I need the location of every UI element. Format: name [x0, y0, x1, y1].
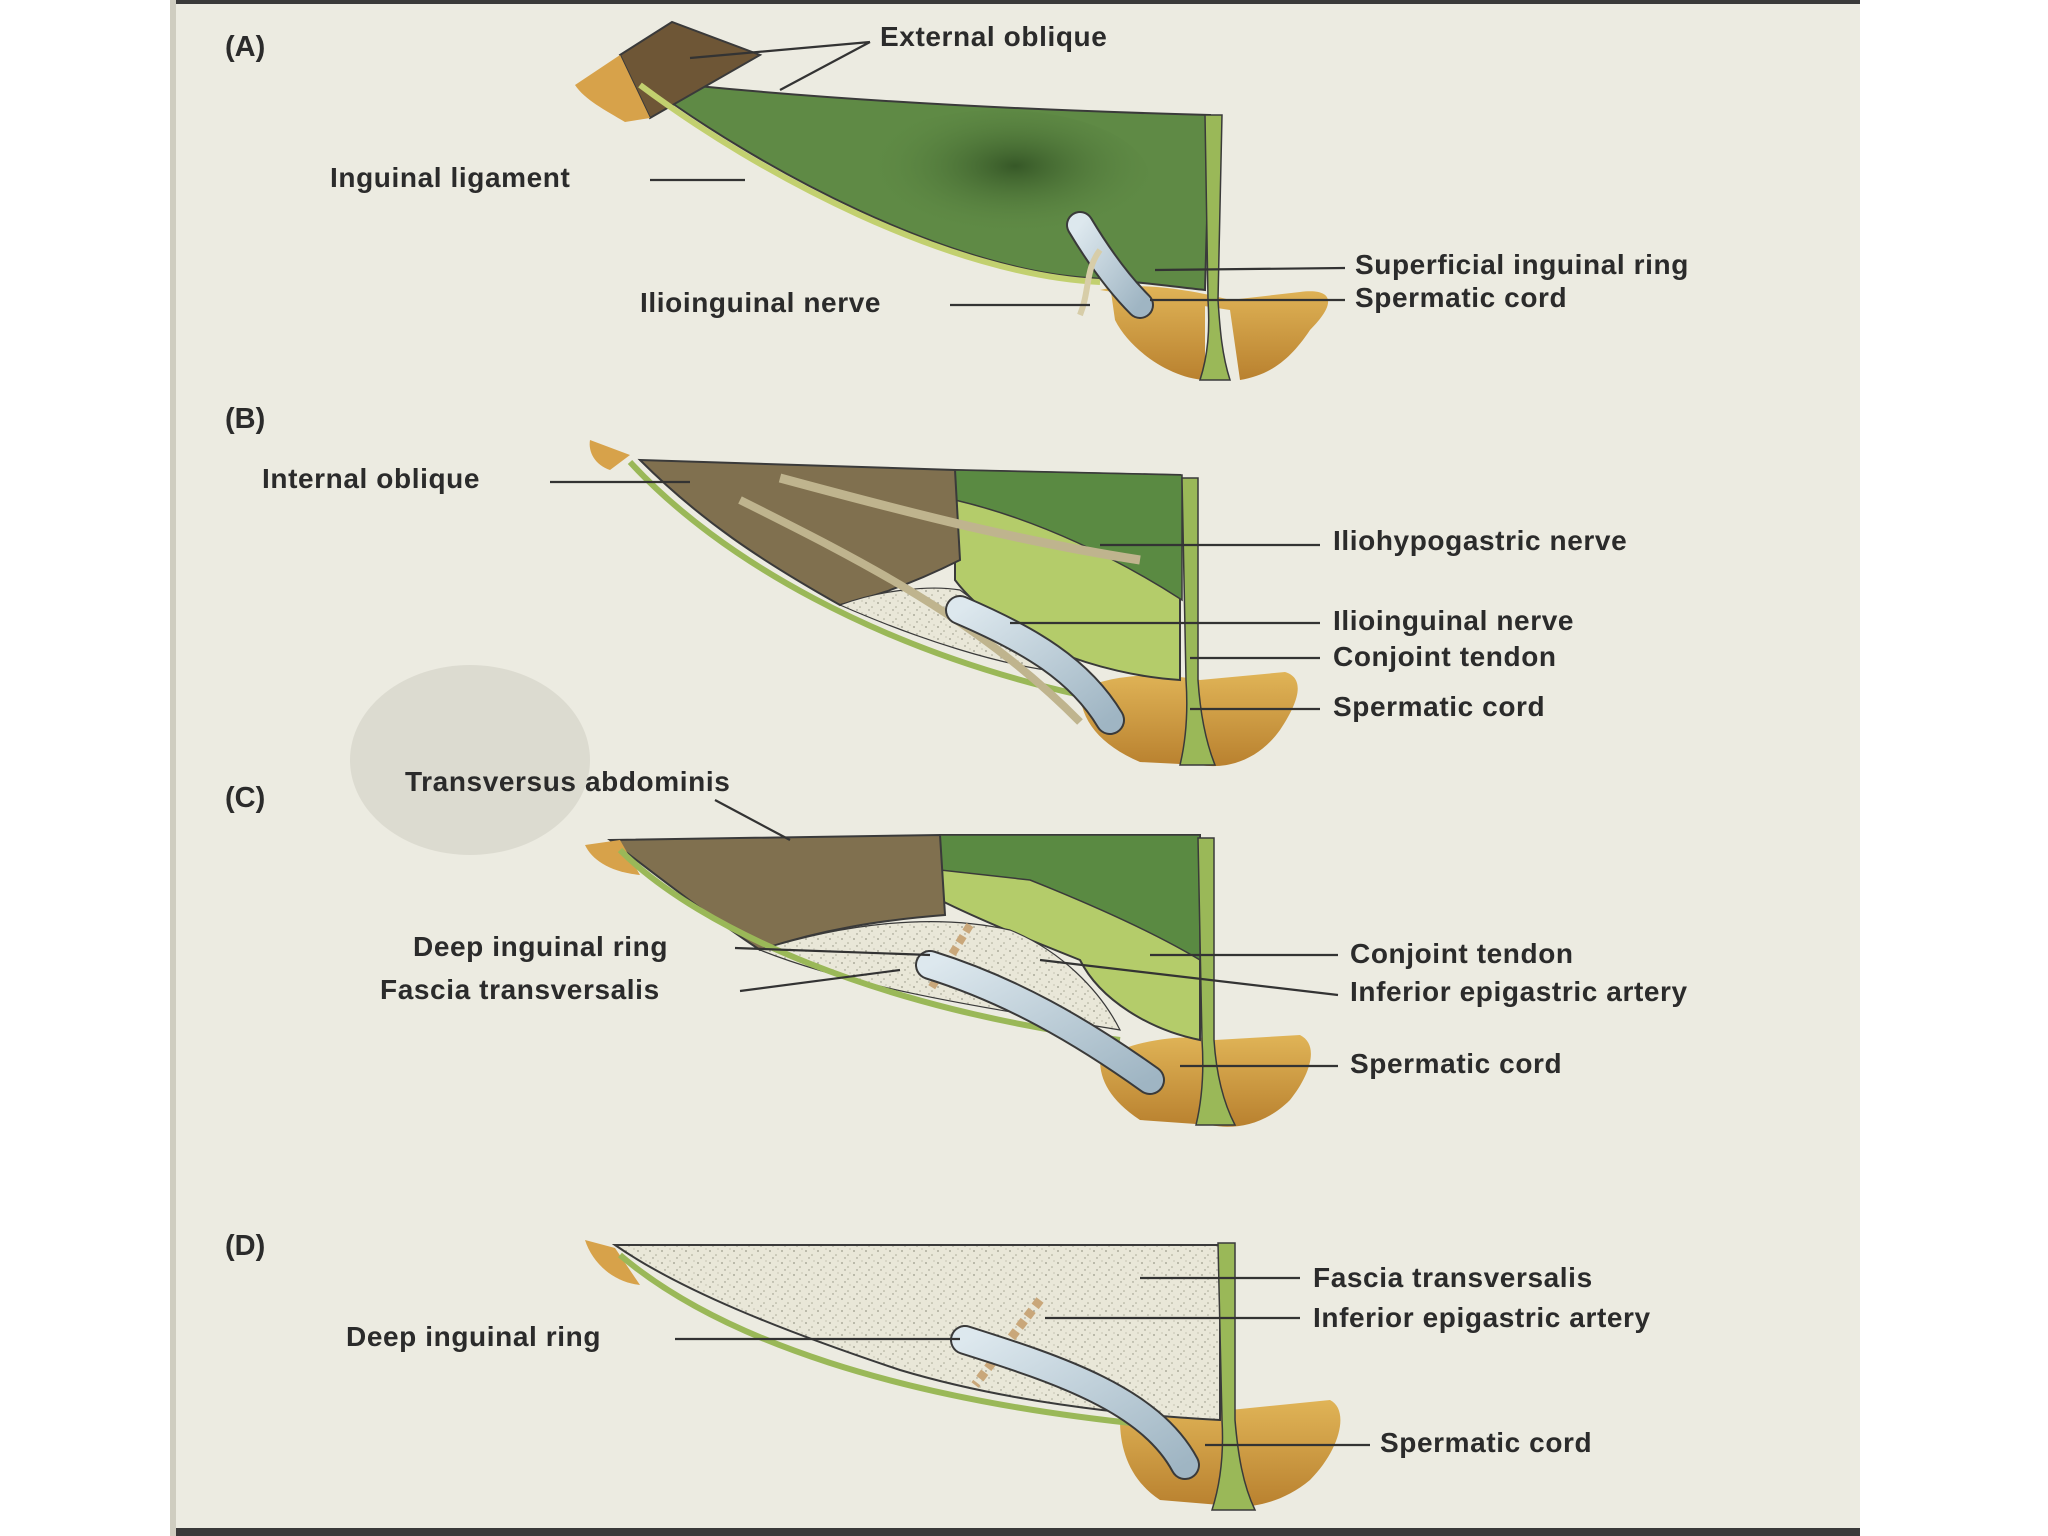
label-ilioinguinal-nerve-a: Ilioinguinal nerve	[640, 287, 881, 318]
label-spermatic-cord-c: Spermatic cord	[1350, 1048, 1562, 1079]
label-superficial-inguinal-ring: Superficial inguinal ring	[1355, 249, 1689, 280]
inguinal-ligament-a	[638, 82, 1101, 285]
panel-a: (A) External oblique Inguinal ligament I…	[225, 20, 1689, 381]
label-deep-inguinal-ring-d: Deep inguinal ring	[346, 1321, 601, 1352]
label-spermatic-cord-b: Spermatic cord	[1333, 691, 1545, 722]
panel-c: (C) Transversus abdominis Deep inguinal …	[225, 766, 1688, 1127]
label-spermatic-cord-a: Spermatic cord	[1355, 282, 1567, 313]
fat-tissue-a	[1100, 286, 1329, 380]
ilioinguinal-nerve-b	[738, 496, 1083, 725]
fat-corner-c	[585, 840, 640, 875]
label-ilioinguinal-nerve-b: Ilioinguinal nerve	[1333, 605, 1574, 636]
label-fascia-transversalis-d: Fascia transversalis	[1313, 1262, 1593, 1293]
label-deep-inguinal-ring-c: Deep inguinal ring	[413, 931, 668, 962]
inguinal-ligament-b	[627, 459, 1081, 698]
label-inferior-epigastric-artery-d: Inferior epigastric artery	[1313, 1302, 1651, 1333]
label-external-oblique: External oblique	[880, 21, 1107, 52]
rectus-band-d	[1210, 1242, 1257, 1511]
ilioinguinal-nerve-a	[1077, 248, 1103, 317]
label-iliohypogastric-nerve: Iliohypogastric nerve	[1333, 525, 1627, 556]
panel-d: (D) Fascia transversalis Inferior epigas…	[225, 1230, 1651, 1511]
page-left-edge	[170, 0, 176, 1536]
panel-b: (B) Internal oblique Iliohypogastric ner…	[225, 403, 1627, 767]
inguinal-ligament-d	[618, 1252, 1151, 1428]
iliohypogastric-nerve-b	[778, 473, 1141, 565]
page-bottom-border	[170, 1528, 1860, 1536]
rectus-band-a	[1198, 114, 1232, 381]
label-spermatic-cord-d: Spermatic cord	[1380, 1427, 1592, 1458]
spermatic-cord-b-fill	[947, 597, 1123, 733]
rectus-band-c	[1195, 837, 1237, 1126]
inguinal-ligament-c	[617, 847, 1121, 1043]
fat-corner-b	[589, 440, 630, 470]
spermatic-cord-c-fill	[917, 952, 1163, 1093]
transversus-dark-region-c	[939, 834, 1201, 962]
panel-tag-b: (B)	[225, 403, 265, 435]
label-conjoint-tendon-b: Conjoint tendon	[1333, 641, 1557, 672]
spermatic-cord-d-fill	[952, 1327, 1198, 1478]
label-inferior-epigastric-artery-c: Inferior epigastric artery	[1350, 976, 1688, 1007]
fat-corner-a	[575, 55, 650, 122]
spermatic-cord-a-fill	[1068, 213, 1152, 317]
label-transversus-abdominis: Transversus abdominis	[405, 766, 730, 797]
page-top-border	[170, 0, 1860, 4]
panel-tag-d: (D)	[225, 1230, 265, 1262]
smudge-mark	[350, 665, 590, 855]
panel-tag-c: (C)	[225, 782, 265, 814]
rectus-band-b	[1179, 477, 1217, 766]
internal-oblique-dark-region	[954, 469, 1183, 602]
label-fascia-transversalis-c: Fascia transversalis	[380, 974, 660, 1005]
fat-corner-d	[585, 1240, 640, 1285]
label-conjoint-tendon-c: Conjoint tendon	[1350, 938, 1574, 969]
label-inguinal-ligament: Inguinal ligament	[330, 162, 570, 193]
panel-tag-a: (A)	[225, 31, 265, 63]
label-internal-oblique: Internal oblique	[262, 463, 480, 494]
